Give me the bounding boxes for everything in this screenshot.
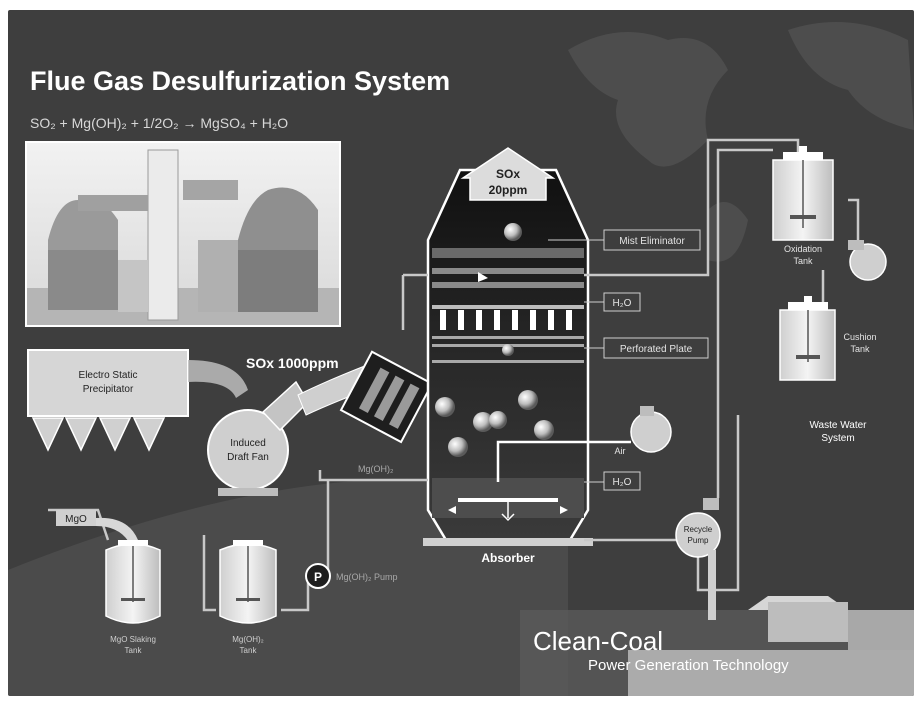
page-title: Flue Gas Desulfurization System: [30, 66, 450, 96]
fgd-diagram: Flue Gas Desulfurization System SO₂ + Mg…: [8, 22, 914, 696]
absorber-callouts: Mist Eliminator H₂O Perforated Plate H₂O: [548, 229, 709, 491]
perforated-plate-label: Perforated Plate: [620, 344, 693, 355]
mgoh2-tank: Mg(OH)₂ Tank: [219, 540, 277, 655]
cushion-tank: Cushion Tank: [779, 296, 877, 381]
mist-eliminator-label: Mist Eliminator: [619, 236, 685, 247]
pump-symbol: P: [314, 570, 322, 584]
reaction-equation: SO₂ + Mg(OH)₂ + 1/2O₂ → MgSO₄ + H₂O: [30, 115, 288, 131]
gas-bubbles: [435, 223, 554, 457]
mgoh2-feed-label: Mg(OH)₂: [358, 464, 394, 474]
outlet-sox-line1: SOx: [496, 167, 520, 181]
electrostatic-precipitator: Electro Static Precipitator: [27, 349, 248, 452]
mgoh2-pump-label: Mg(OH)₂ Pump: [336, 572, 398, 582]
mgo-slaking-label-line1: MgO Slaking: [110, 635, 156, 644]
h2o-top-label: H₂O: [613, 298, 632, 309]
mgoh2-tank-label-line2: Tank: [240, 646, 258, 655]
oxidation-tank-label-line2: Tank: [793, 256, 813, 266]
fan-label-line2: Draft Fan: [227, 452, 269, 463]
branding-area: Clean-Coal Power Generation Technology: [520, 550, 914, 696]
plant-photo: [25, 141, 341, 327]
oxidation-tank-label-line1: Oxidation: [784, 244, 822, 254]
air-label: Air: [615, 446, 626, 456]
induced-draft-fan: Induced Draft Fan: [207, 380, 309, 496]
mgoh2-pump: P Mg(OH)₂ Pump: [305, 563, 398, 589]
mgo-input-label: MgO: [65, 514, 87, 525]
branding-line1: Clean-Coal: [533, 626, 663, 656]
spray-nozzles: [440, 310, 572, 330]
recycle-pump: Recycle Pump: [675, 498, 721, 558]
fan-label-line1: Induced: [230, 438, 266, 449]
mgo-slaking-label-line2: Tank: [125, 646, 143, 655]
branding-line2: Power Generation Technology: [588, 657, 789, 674]
waste-water-label-line1: Waste Water: [809, 420, 867, 431]
background-map: [568, 22, 914, 262]
mgo-input: MgO: [56, 510, 138, 544]
background-swoosh: [8, 478, 568, 696]
recycle-pump-label-line2: Pump: [688, 536, 709, 545]
mgo-slaking-tank: MgO Slaking Tank: [105, 540, 161, 655]
outlet-sox-line2: 20ppm: [489, 183, 528, 197]
precipitator-label-line2: Precipitator: [83, 384, 134, 395]
oxidation-pump: [848, 240, 887, 281]
precipitator-label-line1: Electro Static: [79, 370, 138, 381]
air-blower: Air: [496, 406, 672, 482]
absorber-tower: [423, 168, 593, 546]
absorber-inlet-nozzle: [339, 350, 434, 444]
inlet-sox-label: SOx 1000ppm: [246, 355, 339, 371]
mgoh2-tank-label-line1: Mg(OH)₂: [232, 635, 264, 644]
waste-water-label-line2: System: [821, 433, 854, 444]
h2o-bottom-label: H₂O: [613, 477, 632, 488]
recycle-pump-label-line1: Recycle: [684, 525, 713, 534]
cushion-tank-label-line1: Cushion: [843, 332, 876, 342]
cushion-tank-label-line2: Tank: [850, 344, 870, 354]
outlet-arrow: SOx 20ppm: [460, 147, 556, 201]
absorber-label: Absorber: [481, 551, 535, 565]
diagram-frame: Flue Gas Desulfurization System SO₂ + Mg…: [8, 10, 914, 696]
oxidation-tank: Oxidation Tank: [772, 146, 834, 266]
